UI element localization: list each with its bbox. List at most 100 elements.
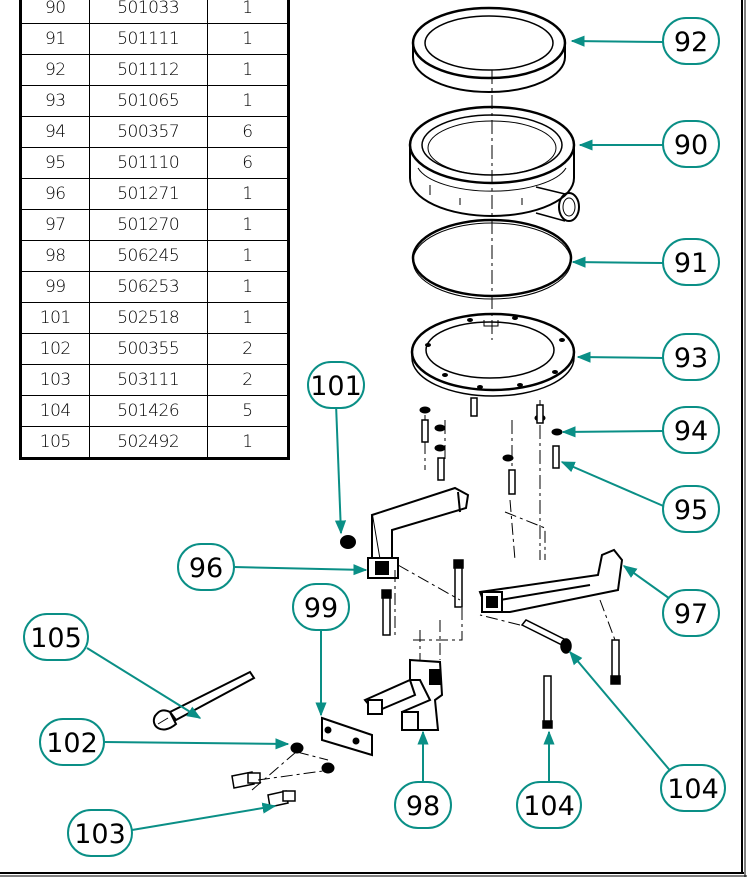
callout-balloon-94: 94 <box>662 406 720 454</box>
part-number-cell: 501112 <box>88 54 208 86</box>
part-number-cell: 501111 <box>88 23 208 55</box>
callout-label-98: 98 <box>406 791 440 822</box>
callout-label-92: 92 <box>674 27 708 58</box>
item-number-cell: 92 <box>20 54 90 86</box>
callout-balloon-93: 93 <box>662 333 720 381</box>
washers-and-screws <box>419 397 563 495</box>
item-number-cell: 103 <box>20 364 90 396</box>
quantity-cell: 1 <box>206 54 290 86</box>
quantity-cell: 1 <box>206 209 290 241</box>
callout-balloon-104-right: 104 <box>660 764 726 812</box>
part-number-cell: 502492 <box>88 426 208 459</box>
quantity-cell: 1 <box>206 178 290 210</box>
quantity-cell: 2 <box>206 333 290 365</box>
item-number-cell: 105 <box>20 426 90 459</box>
part-number-cell: 501033 <box>88 0 208 24</box>
callout-label-105: 105 <box>30 623 82 654</box>
part-number-cell: 501270 <box>88 209 208 241</box>
callout-balloon-102: 102 <box>39 718 105 766</box>
part-number-cell: 502518 <box>88 302 208 334</box>
bracket-97-part <box>478 548 624 613</box>
part-number-cell: 503111 <box>88 364 208 396</box>
item-number-cell: 93 <box>20 85 90 117</box>
quantity-cell: 1 <box>206 85 290 117</box>
callout-balloon-101: 101 <box>307 361 365 409</box>
callout-balloon-98: 98 <box>394 781 452 829</box>
callout-balloon-99: 99 <box>292 583 350 631</box>
screws-103-washers-102 <box>231 742 335 808</box>
gasket-91-part <box>411 218 573 300</box>
callout-label-104-right: 104 <box>667 774 719 805</box>
quantity-cell: 6 <box>206 147 290 179</box>
part-number-cell: 501426 <box>88 395 208 427</box>
item-number-cell: 96 <box>20 178 90 210</box>
callout-balloon-96: 96 <box>177 543 235 591</box>
flange-93-part <box>410 312 576 397</box>
callout-label-95: 95 <box>674 495 708 526</box>
callout-balloon-90: 90 <box>662 120 720 168</box>
callout-balloon-104-bottom: 104 <box>516 781 582 829</box>
construction-lines <box>251 499 616 791</box>
callout-label-103: 103 <box>74 819 126 850</box>
quantity-cell: 1 <box>206 271 290 303</box>
callout-label-101: 101 <box>310 371 362 402</box>
item-number-cell: 90 <box>20 0 90 24</box>
part-number-cell: 506245 <box>88 240 208 272</box>
item-number-cell: 91 <box>20 23 90 55</box>
part-number-cell: 501271 <box>88 178 208 210</box>
part-number-cell: 501065 <box>88 85 208 117</box>
quantity-cell: 2 <box>206 364 290 396</box>
callout-label-99: 99 <box>304 593 338 624</box>
quantity-cell: 5 <box>206 395 290 427</box>
callout-label-97: 97 <box>674 599 708 630</box>
long-bolts <box>381 559 621 729</box>
callout-balloon-97: 97 <box>662 589 720 637</box>
plate-99-part <box>321 716 373 757</box>
housing-90-part <box>408 105 580 222</box>
quantity-cell: 1 <box>206 240 290 272</box>
part-number-cell: 500357 <box>88 116 208 148</box>
bracket-98-part <box>363 658 444 731</box>
bracket-96-part <box>340 486 470 579</box>
callout-balloon-103: 103 <box>67 809 133 857</box>
callout-leaders <box>86 35 674 831</box>
tool-105-part <box>152 670 256 731</box>
ring-92-part <box>411 6 567 93</box>
item-number-cell: 104 <box>20 395 90 427</box>
part-number-cell: 500355 <box>88 333 208 365</box>
callout-label-91: 91 <box>674 248 708 279</box>
callout-label-102: 102 <box>46 728 98 759</box>
item-number-cell: 101 <box>20 302 90 334</box>
quantity-cell: 1 <box>206 23 290 55</box>
item-number-cell: 95 <box>20 147 90 179</box>
item-number-cell: 97 <box>20 209 90 241</box>
callout-label-94: 94 <box>674 416 708 447</box>
part-number-cell: 506253 <box>88 271 208 303</box>
quantity-cell: 1 <box>206 0 290 24</box>
item-number-cell: 102 <box>20 333 90 365</box>
callout-balloon-95: 95 <box>662 485 720 533</box>
callout-label-104-bottom: 104 <box>523 791 575 822</box>
quantity-cell: 1 <box>206 302 290 334</box>
quantity-cell: 6 <box>206 116 290 148</box>
item-number-cell: 99 <box>20 271 90 303</box>
callout-label-90: 90 <box>674 130 708 161</box>
callout-label-93: 93 <box>674 343 708 374</box>
